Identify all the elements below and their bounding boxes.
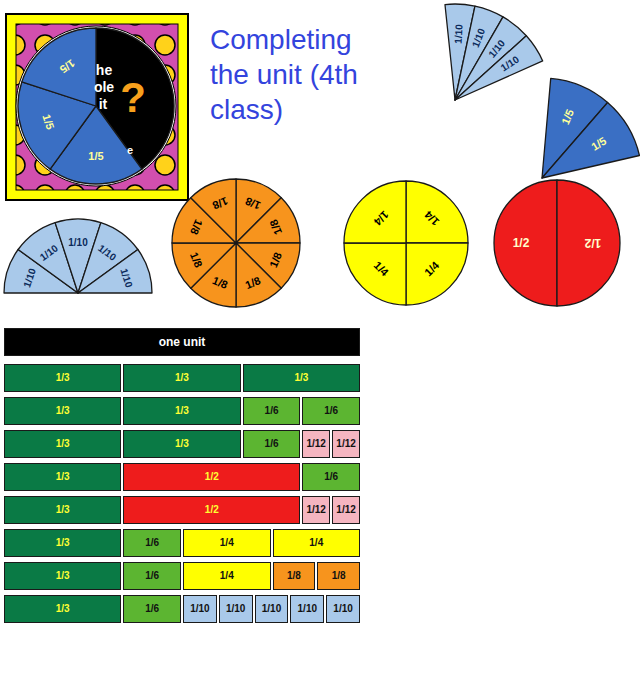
fraction-bar: 1/8 (273, 562, 316, 590)
fraction-bar: 1/3 (4, 364, 121, 392)
fraction-bar: 1/3 (123, 397, 240, 425)
fraction-sector (344, 243, 406, 305)
fraction-bar: 1/6 (123, 529, 181, 557)
fraction-text: 1/3 (56, 472, 70, 482)
fraction-bar: 1/4 (273, 529, 361, 557)
fraction-bar: 1/6 (123, 562, 181, 590)
fraction-text: 1/3 (175, 406, 189, 416)
fraction-label: e (127, 145, 133, 156)
fraction-bar: 1/3 (123, 364, 240, 392)
fraction-bar: 1/4 (183, 529, 271, 557)
fraction-bar: 1/12 (332, 430, 360, 458)
fraction-bar: 1/3 (4, 562, 121, 590)
fraction-bar: 1/3 (4, 430, 121, 458)
unit-bar: one unit (4, 328, 360, 356)
fraction-bar: 1/10 (219, 595, 253, 623)
fraction-bar: 1/12 (302, 430, 330, 458)
fraction-bar: 1/10 (255, 595, 289, 623)
fraction-sector (344, 181, 406, 243)
fraction-text: 1/10 (298, 604, 317, 614)
icon-pattern (16, 24, 178, 190)
fraction-label: it (99, 97, 108, 111)
fraction-text: 1/3 (56, 571, 70, 581)
fraction-text: 1/3 (56, 373, 70, 383)
fraction-text: 1/3 (56, 538, 70, 548)
fraction-text: 1/6 (324, 406, 338, 416)
fraction-bar: 1/8 (317, 562, 360, 590)
fraction-bar: 1/3 (123, 430, 240, 458)
fraction-label: ? (120, 77, 146, 119)
fraction-text: 1/10 (333, 604, 352, 614)
fraction-bar: 1/3 (4, 529, 121, 557)
fraction-bar: 1/6 (123, 595, 181, 623)
fraction-text: 1/3 (56, 406, 70, 416)
fraction-label: he (96, 63, 112, 77)
fraction-text: 1/6 (265, 406, 279, 416)
fraction-text: 1/12 (306, 505, 325, 515)
fraction-bar: 1/2 (123, 496, 300, 524)
fraction-text: 1/10 (226, 604, 245, 614)
fraction-bar: 1/10 (290, 595, 324, 623)
fraction-text: 1/3 (294, 373, 308, 383)
fraction-text: 1/6 (145, 571, 159, 581)
fraction-text: 1/3 (175, 439, 189, 449)
fraction-label: 1/2 (585, 237, 602, 249)
fraction-text: 1/10 (262, 604, 281, 614)
unit-label: one unit (159, 336, 206, 348)
fraction-text: 1/12 (336, 439, 355, 449)
fraction-text: 1/4 (309, 538, 323, 548)
fraction-bar: 1/6 (243, 430, 301, 458)
fraction-label: 1/2 (513, 237, 530, 249)
fraction-sector (557, 180, 620, 306)
fraction-sector (406, 181, 468, 243)
fraction-sector (542, 103, 639, 178)
page-title: Completing the unit (4th class) (210, 22, 370, 127)
fraction-text: 1/6 (324, 472, 338, 482)
fraction-text: 1/3 (175, 373, 189, 383)
fraction-text: 1/3 (56, 439, 70, 449)
fraction-label: ole (94, 80, 114, 94)
fraction-text: 1/12 (336, 505, 355, 515)
fraction-text: 1/2 (205, 505, 219, 515)
fraction-text: 1/6 (145, 538, 159, 548)
fraction-sector (494, 180, 557, 306)
fraction-bar: 1/3 (243, 364, 360, 392)
fraction-label: 1/10 (68, 238, 87, 248)
fraction-bar: 1/12 (332, 496, 360, 524)
fraction-text: 1/6 (265, 439, 279, 449)
fraction-bar: 1/3 (4, 595, 121, 623)
fraction-text: 1/10 (190, 604, 209, 614)
fraction-bar: 1/6 (302, 463, 360, 491)
fraction-bar: 1/10 (183, 595, 217, 623)
fraction-bar: 1/2 (123, 463, 300, 491)
fraction-bar: 1/10 (326, 595, 360, 623)
fraction-text: 1/3 (56, 505, 70, 515)
fraction-sector (22, 28, 96, 106)
fraction-sector (406, 243, 468, 305)
fraction-bar: 1/6 (302, 397, 360, 425)
fraction-text: 1/4 (220, 571, 234, 581)
fraction-text: 1/8 (332, 571, 346, 581)
fraction-text: 1/8 (287, 571, 301, 581)
fraction-label: 1/5 (88, 151, 103, 162)
fraction-text: 1/3 (56, 604, 70, 614)
fraction-bar: 1/6 (243, 397, 301, 425)
fraction-text: 1/4 (220, 538, 234, 548)
fraction-bar: 1/4 (183, 562, 271, 590)
fraction-text: 1/6 (145, 604, 159, 614)
icon-frame (6, 14, 188, 200)
fraction-text: 1/12 (306, 439, 325, 449)
fraction-text: 1/2 (205, 472, 219, 482)
fraction-bar: 1/3 (4, 397, 121, 425)
fraction-bar: 1/12 (302, 496, 330, 524)
fraction-sector (455, 36, 543, 100)
icon-ring (16, 26, 176, 186)
fraction-bar: 1/3 (4, 496, 121, 524)
fraction-label: 1/10 (453, 24, 464, 44)
fraction-sector (455, 17, 526, 100)
fraction-bar: 1/3 (4, 463, 121, 491)
